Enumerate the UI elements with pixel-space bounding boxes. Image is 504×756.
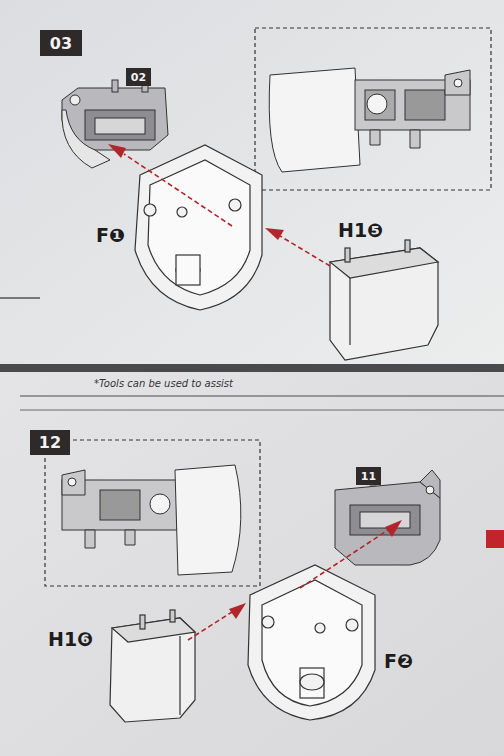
photo-gap: [0, 364, 504, 372]
part-number: 11: [356, 467, 381, 485]
paper-bottom: [0, 372, 504, 756]
step-number: 12: [30, 430, 70, 455]
inset-frame: [45, 440, 260, 586]
part-f2: [248, 565, 375, 720]
part-name: H1❺: [338, 219, 383, 241]
node-text: 12: [39, 433, 61, 452]
note-text: *Tools can be used to assist: [94, 378, 233, 389]
inset-part: [62, 465, 241, 575]
assembly-arrow: [188, 520, 402, 640]
part-name: H1❻: [48, 628, 93, 650]
inset-part: [269, 68, 470, 172]
node-text: 02: [131, 71, 146, 84]
part-number: 02: [126, 68, 151, 86]
part-h15: [330, 240, 438, 360]
part-f1: [135, 145, 262, 310]
node-text: 03: [50, 34, 72, 53]
part-name: F❶: [96, 224, 125, 246]
part-name: F❷: [384, 650, 413, 672]
part-h16: [110, 610, 195, 722]
step-number: 03: [40, 30, 82, 56]
part-11: [335, 470, 440, 565]
red-tab: [486, 530, 504, 548]
part-02: [62, 80, 168, 168]
inset-frame: [255, 28, 491, 190]
paper-top: [0, 0, 504, 370]
assembly-arrow: [108, 144, 330, 266]
node-text: 11: [361, 470, 376, 483]
